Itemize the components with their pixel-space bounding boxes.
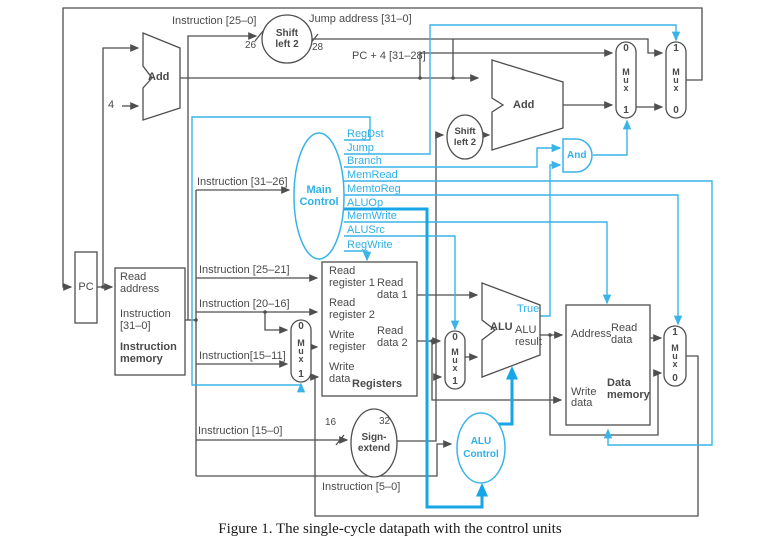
main-control-unit: Main Control	[299, 184, 339, 208]
alu-unit: ALU	[490, 321, 513, 333]
regdst-mux: 0 M u x 1	[291, 320, 311, 382]
instruction-memory-block: Instruction memory	[120, 341, 177, 365]
alu-control-unit: ALU Control	[463, 436, 499, 460]
branch-adder: Add	[513, 99, 535, 111]
alusrc-mux: 0 M u x 1	[445, 331, 465, 389]
shift-left-2-jump-unit: Shift left 2	[275, 28, 299, 50]
signal-regdst: RegDst	[347, 128, 384, 140]
signal-regwrite: RegWrite	[347, 239, 393, 251]
signal-jump: Jump	[347, 142, 374, 154]
label-instruction-5-0: Instruction [5–0]	[322, 481, 401, 493]
imem-instruction-output: Instruction [31–0]	[120, 308, 171, 332]
bit-width-32: 32	[379, 416, 391, 427]
signal-aluop: ALUOp	[347, 197, 384, 209]
regs-write-register-port: Write register	[329, 329, 366, 353]
mux-label: M u x	[672, 67, 680, 93]
and-gate: And	[567, 150, 587, 161]
dmem-address-port: Address	[571, 328, 612, 340]
memtoreg-mux: 1 M u x 0	[664, 326, 686, 386]
regs-read-register-2-port: Read register 2	[329, 297, 375, 321]
bit-width-28: 28	[312, 42, 324, 53]
mux-input-0-label: 0	[298, 321, 304, 332]
shift-left-2-branch-unit: Shift left 2	[453, 126, 477, 148]
alu-true-flag: True	[517, 303, 540, 315]
data-memory-block: Data memory	[607, 377, 650, 401]
pc-adder: Add	[148, 71, 170, 83]
signal-alusrc: ALUSrc	[347, 224, 385, 236]
mux-label: M u x	[451, 347, 459, 373]
mux-input-1-label: 1	[672, 327, 678, 338]
regs-read-data-2-port: Read data 2	[377, 325, 408, 349]
label-instruction-25-0: Instruction [25–0]	[172, 15, 257, 27]
label-jump-address: Jump address [31–0]	[309, 13, 412, 25]
alu-result-port: ALU result	[515, 324, 542, 348]
mux-label: M u x	[671, 343, 679, 369]
mux-input-0-label: 0	[673, 105, 679, 116]
signal-branch: Branch	[347, 155, 382, 167]
pc-register: PC	[78, 281, 94, 293]
dmem-read-data-port: Read data	[611, 322, 638, 346]
mux-label: M u x	[297, 338, 305, 364]
regs-read-register-1-port: Read register 1	[329, 265, 375, 289]
jump-mux: 1 M u x 0	[666, 42, 686, 118]
signal-memwrite: MemWrite	[347, 210, 397, 222]
label-instruction-20-16: Instruction [20–16]	[199, 298, 290, 310]
sign-extend-unit: Sign- extend	[357, 432, 391, 454]
signal-memread: MemRead	[347, 169, 398, 181]
mux-input-1-label: 1	[452, 376, 458, 387]
mux-input-1-label: 1	[298, 369, 304, 380]
label-instruction-15-0: Instruction [15–0]	[198, 425, 283, 437]
mux-input-1-label: 1	[673, 43, 679, 54]
bit-width-26: 26	[245, 40, 257, 51]
label-instruction-31-26: Instruction [31–26]	[197, 176, 288, 188]
mux-input-0-label: 0	[452, 332, 458, 343]
mux-input-0-label: 0	[623, 43, 629, 54]
label-instruction-25-21: Instruction [25–21]	[199, 264, 290, 276]
regs-read-data-1-port: Read data 1	[377, 277, 408, 301]
pcsrc-mux: 0 M u x 1	[616, 42, 636, 118]
signal-memtoreg: MemtoReg	[347, 183, 401, 195]
bit-width-16: 16	[325, 417, 337, 428]
mux-input-0-label: 0	[672, 373, 678, 384]
regs-write-data-port: Write data	[329, 361, 355, 385]
registers-block: Registers	[352, 378, 403, 390]
constant-4: 4	[108, 99, 115, 111]
label-instruction-15-11: Instruction[15–11]	[199, 350, 286, 362]
figure-caption: Figure 1. The single-cycle datapath with…	[218, 521, 562, 537]
dmem-write-data-port: Write data	[571, 386, 597, 409]
imem-read-address-port: Read address	[120, 271, 160, 295]
label-pc-plus-4: PC + 4 [31–28]	[352, 50, 426, 62]
mux-label: M u x	[622, 67, 630, 93]
mux-input-1-label: 1	[623, 105, 629, 116]
